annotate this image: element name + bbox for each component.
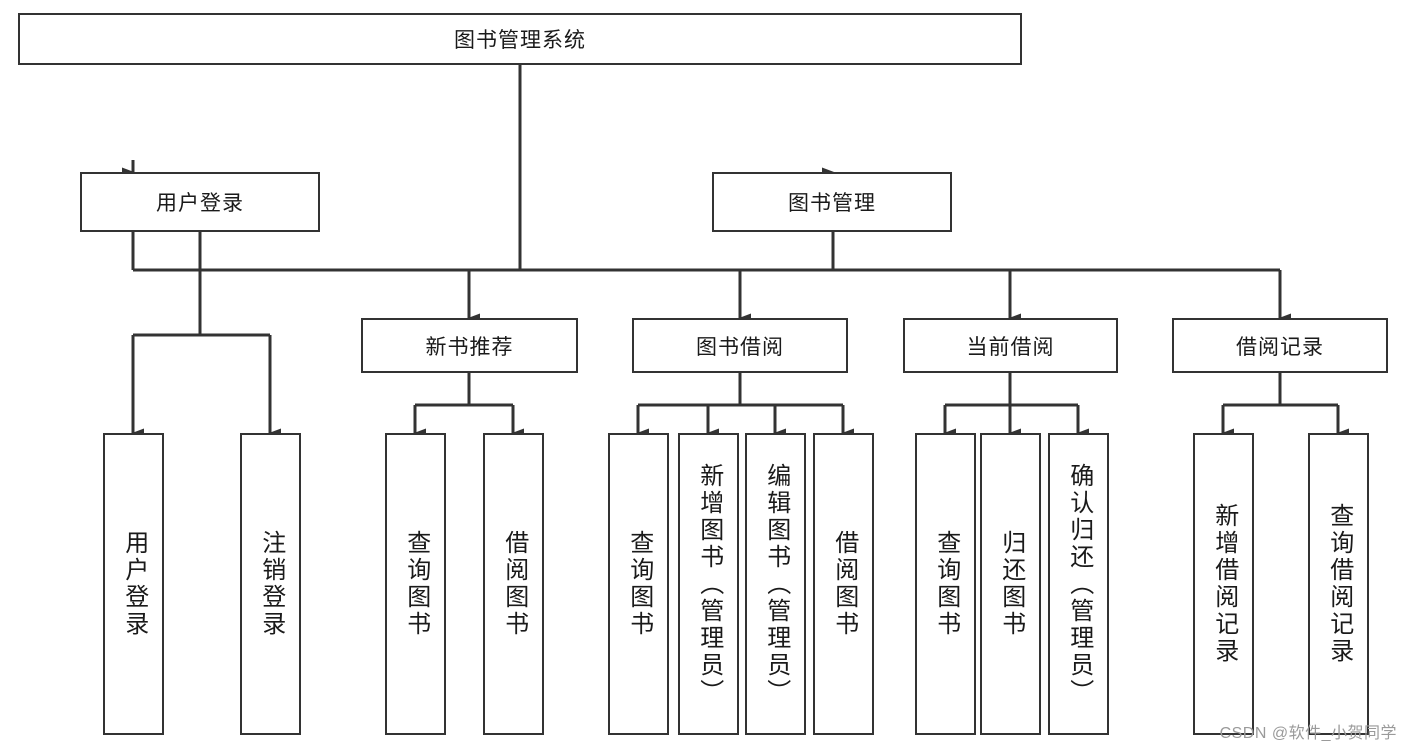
node-label: 注销登录 <box>257 530 285 638</box>
watermark-text: CSDN @软件_小贺同学 <box>1219 725 1397 742</box>
leaf-user-login-signin[interactable]: 用户登录 <box>103 433 164 735</box>
node-label: 新增图书（管理员） <box>695 462 723 706</box>
node-borrow-record[interactable]: 借阅记录 <box>1172 318 1388 373</box>
node-label: 当前借阅 <box>966 335 1055 359</box>
node-user-login[interactable]: 用户登录 <box>80 172 320 232</box>
node-label: 确认归还（管理员） <box>1065 462 1093 706</box>
node-label: 新增借阅记录 <box>1210 503 1238 665</box>
node-label: 查询图书 <box>402 530 430 638</box>
node-book-borrow[interactable]: 图书借阅 <box>632 318 848 373</box>
node-label: 图书管理 <box>788 192 876 215</box>
leaf-recommend-borrow-book[interactable]: 借阅图书 <box>483 433 544 735</box>
node-label: 查询图书 <box>625 530 653 638</box>
leaf-borrow-borrow-book[interactable]: 借阅图书 <box>813 433 874 735</box>
node-label: 查询借阅记录 <box>1325 503 1353 665</box>
node-label: 归还图书 <box>997 530 1025 638</box>
node-label: 编辑图书（管理员） <box>762 462 790 706</box>
leaf-current-confirm-return-admin[interactable]: 确认归还（管理员） <box>1048 433 1109 735</box>
node-label: 借阅图书 <box>830 530 858 638</box>
node-label: 用户登录 <box>156 192 244 215</box>
leaf-borrow-edit-book-admin[interactable]: 编辑图书（管理员） <box>745 433 806 735</box>
node-label: 借阅记录 <box>1236 335 1324 359</box>
node-label: 图书借阅 <box>696 335 784 359</box>
leaf-current-return-book[interactable]: 归还图书 <box>980 433 1041 735</box>
leaf-current-query-book[interactable]: 查询图书 <box>915 433 976 735</box>
leaf-record-query-record[interactable]: 查询借阅记录 <box>1308 433 1369 735</box>
node-root-system[interactable]: 图书管理系统 <box>18 13 1022 65</box>
node-book-management[interactable]: 图书管理 <box>712 172 952 232</box>
node-label: 借阅图书 <box>500 530 528 638</box>
leaf-borrow-query-book[interactable]: 查询图书 <box>608 433 669 735</box>
node-label: 用户登录 <box>120 530 148 638</box>
node-current-borrow[interactable]: 当前借阅 <box>903 318 1118 373</box>
node-label: 新书推荐 <box>425 335 514 359</box>
leaf-borrow-add-book-admin[interactable]: 新增图书（管理员） <box>678 433 739 735</box>
node-new-book-recommend[interactable]: 新书推荐 <box>361 318 578 373</box>
node-label: 图书管理系统 <box>454 29 586 52</box>
node-label: 查询图书 <box>932 530 960 638</box>
leaf-recommend-query-book[interactable]: 查询图书 <box>385 433 446 735</box>
leaf-record-add-record[interactable]: 新增借阅记录 <box>1193 433 1254 735</box>
leaf-user-login-signout[interactable]: 注销登录 <box>240 433 301 735</box>
